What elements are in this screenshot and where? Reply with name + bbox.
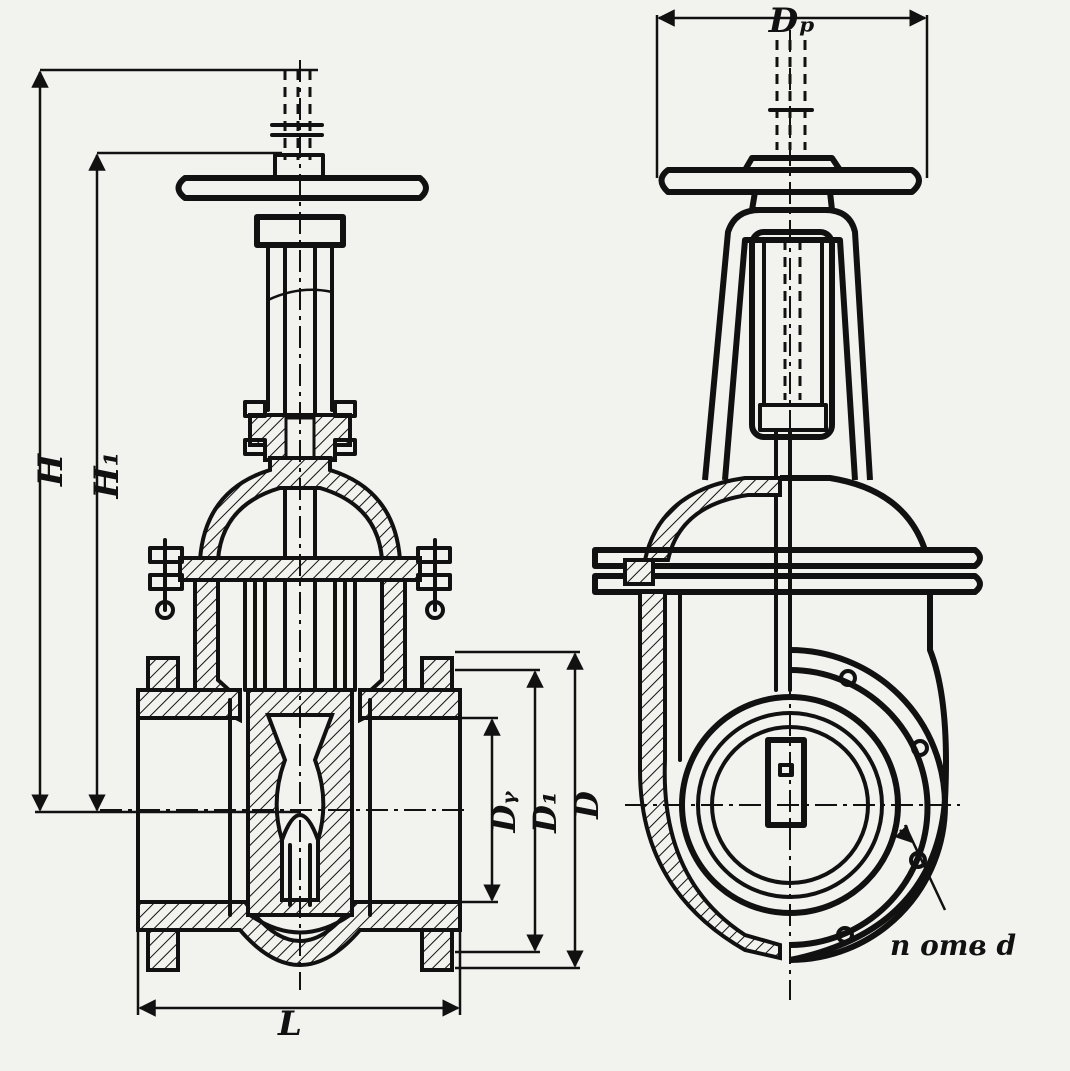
label-D: D — [568, 791, 606, 820]
bore-top-wall — [136, 688, 242, 720]
stem-top-left — [270, 70, 324, 160]
label-L: L — [277, 1004, 302, 1044]
section-view — [100, 60, 470, 990]
label-H1: H₁ — [87, 451, 127, 499]
guide-rods — [243, 578, 357, 692]
bolt-holes — [836, 669, 929, 944]
dimensions-left — [31, 68, 584, 1017]
side-view — [592, 30, 983, 1000]
yoke-right — [702, 189, 873, 481]
label-Dy: Dᵧ — [485, 790, 523, 834]
label-H: H — [31, 452, 71, 487]
label-D1: D₁ — [526, 791, 564, 834]
handwheel-left — [175, 175, 429, 201]
bonnet-flange-right — [592, 547, 983, 595]
handwheel-right — [658, 167, 922, 195]
gate-right — [765, 737, 807, 828]
label-Dp: Dₚ — [768, 1, 815, 41]
bonnet-right-outline — [780, 475, 928, 551]
dimensions-right — [655, 9, 929, 178]
stem-top-right — [768, 40, 814, 150]
body-right-hatched — [638, 590, 782, 961]
label-holes: n отв d — [890, 929, 1016, 962]
bore-top-wall-right — [358, 688, 462, 720]
